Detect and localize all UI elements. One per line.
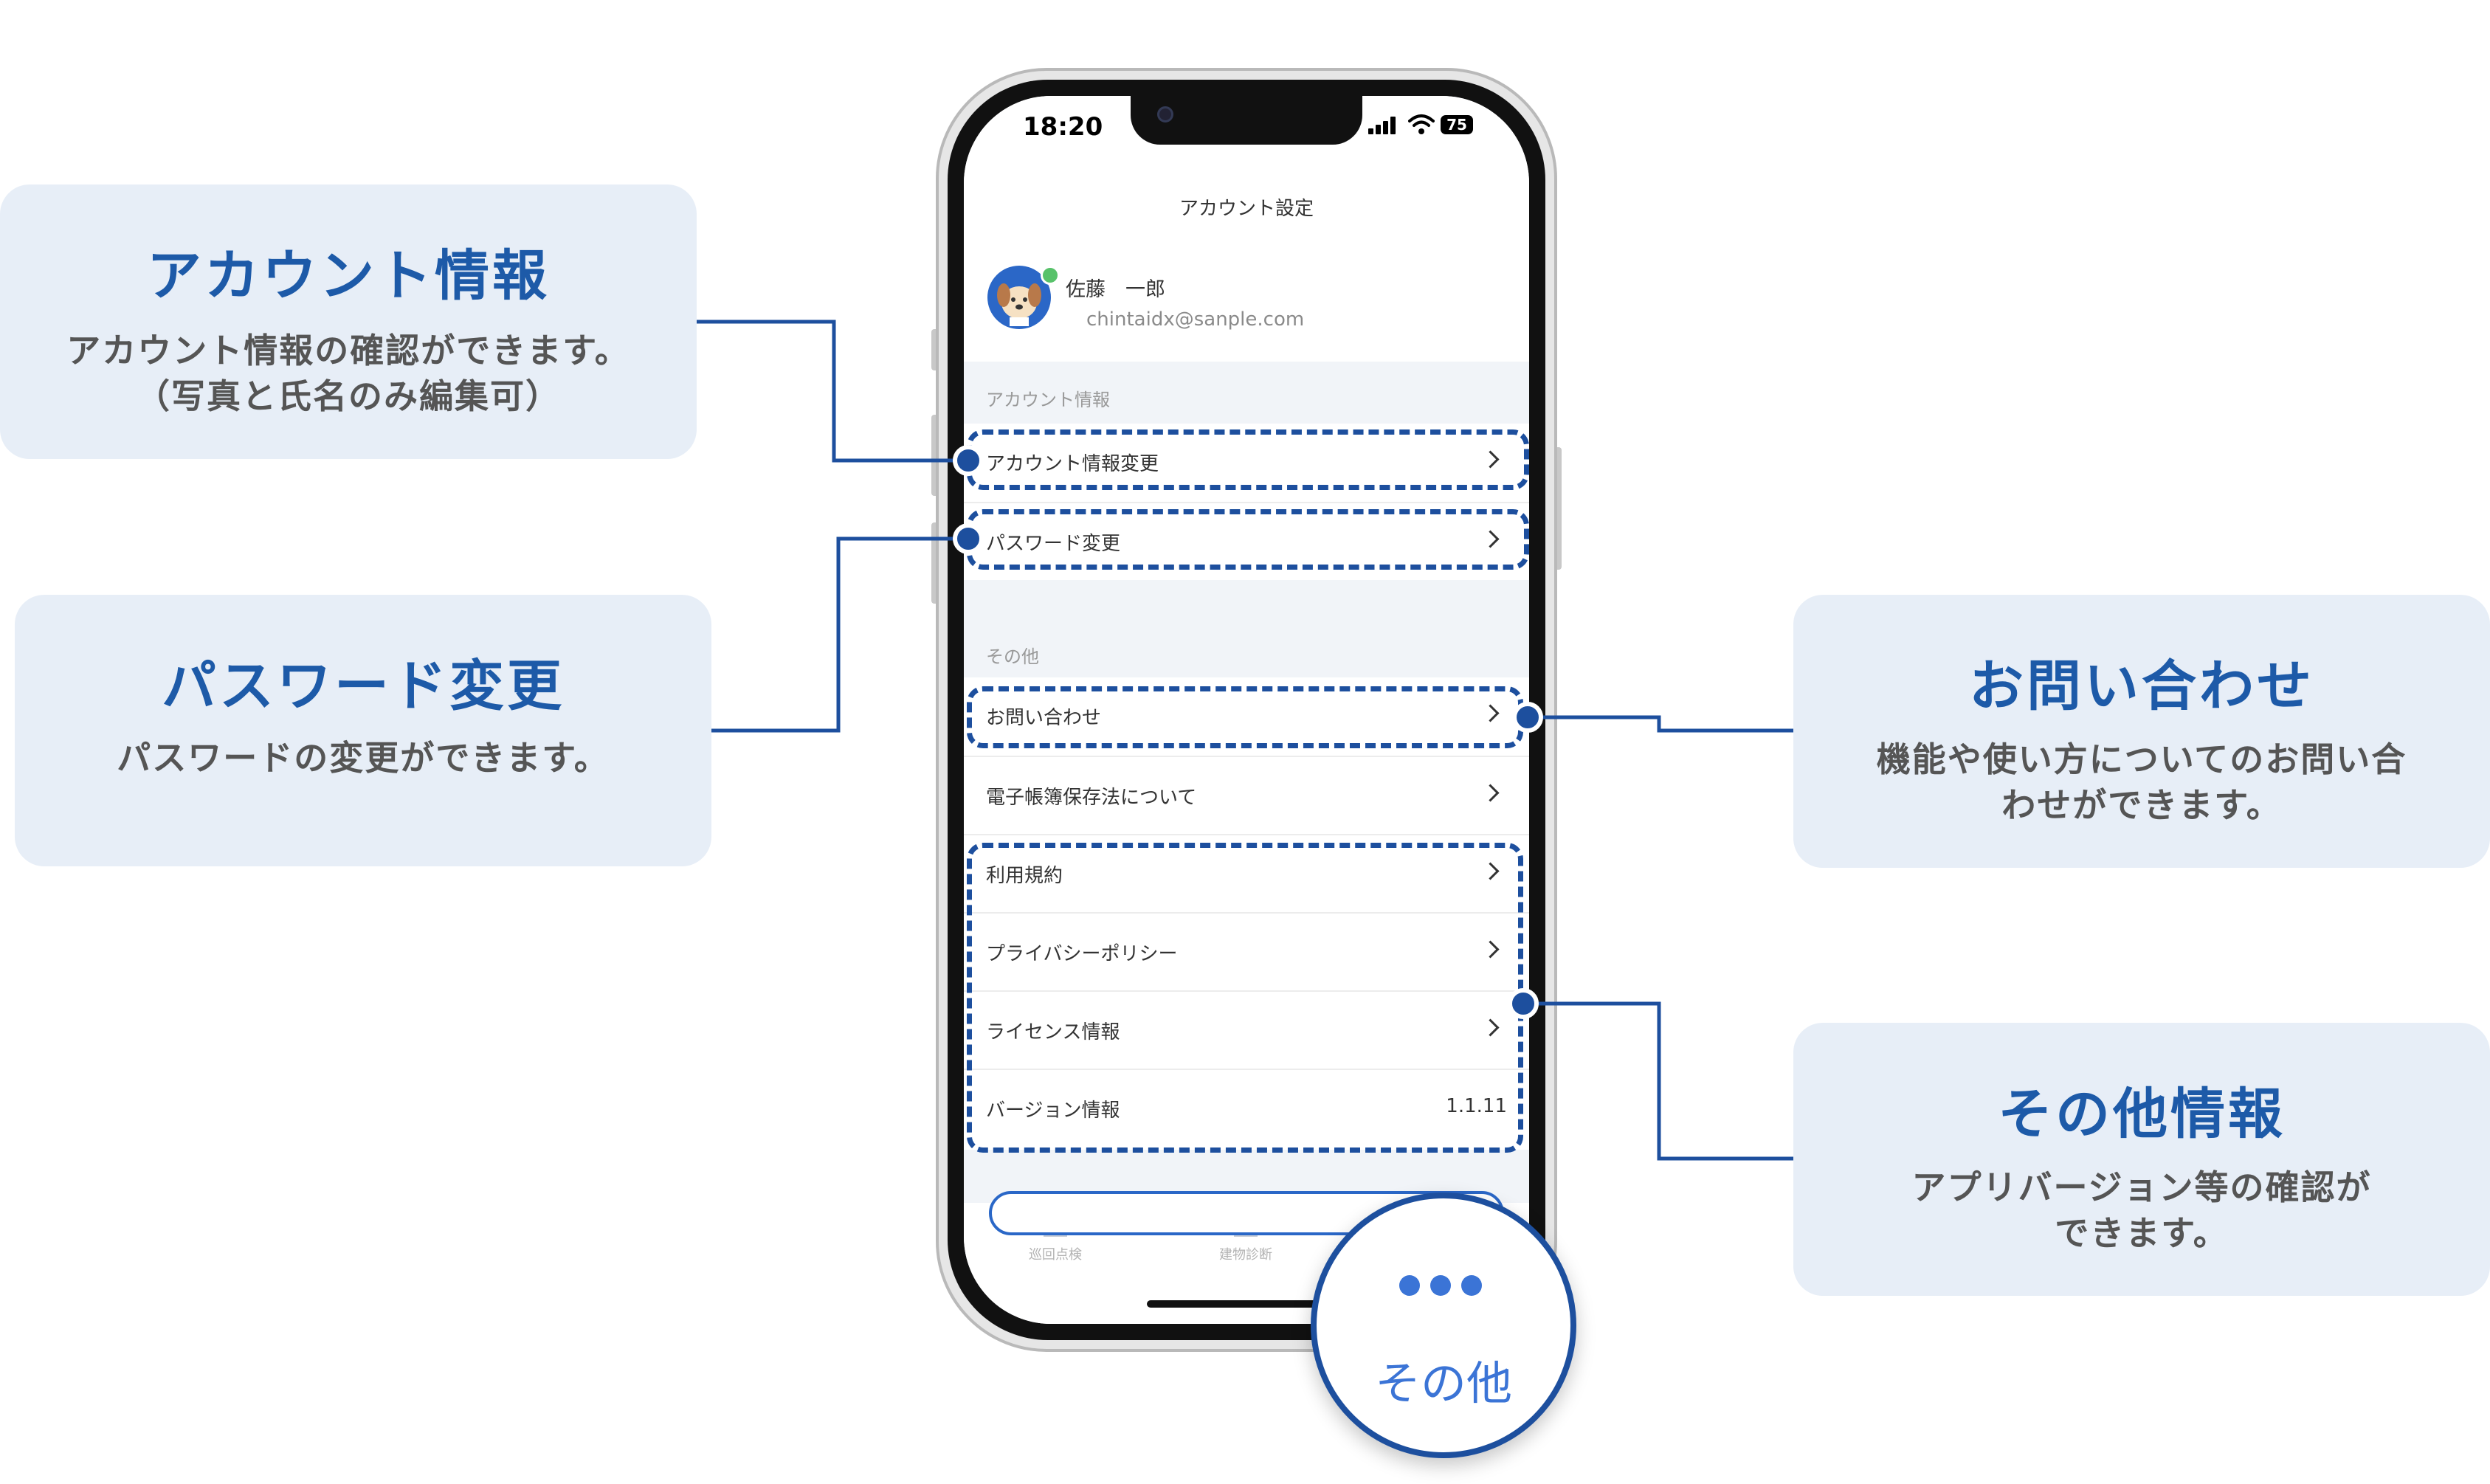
more-dots-icon [1399,1275,1488,1297]
phone-mute-switch [931,329,939,370]
tab-other-label: その他 [1374,1356,1512,1410]
callout-account-desc-line2: （写真と氏名のみ編集可） [136,376,561,416]
user-name: 佐藤 一郎 [1066,278,1165,301]
connector-other [1523,1001,1793,1161]
avatar[interactable] [987,266,1051,329]
callout-account-desc-line1: アカウント情報の確認ができます。 [66,331,630,370]
connector-contact [1528,715,1793,733]
callout-contact-desc-line2: わせができます。 [2001,785,2282,825]
section-label-other: その他 [986,646,1039,667]
phone-volume-up [931,415,939,496]
dot [1461,1275,1482,1296]
online-status-dot [1041,266,1060,285]
status-icons: 75 [1368,114,1486,137]
callout-password-change: パスワード変更 パスワードの変更ができます。 [15,595,711,866]
user-email: chintaidx@sanple.com [1086,308,1305,331]
menu-row-version: バージョン情報 1.1.11 [964,1069,1529,1150]
menu-label: パスワード変更 [986,533,1121,555]
menu-label: プライバシーポリシー [986,943,1178,965]
wifi-icon [1408,114,1435,134]
menu-label: ライセンス情報 [986,1021,1120,1043]
signal-icon-bar4 [1390,117,1396,134]
connector-account [697,320,968,463]
callout-other-title: その他情報 [1998,1083,2286,1146]
camera-icon [1157,106,1173,122]
callout-account-title: アカウント情報 [147,244,550,308]
section-label-account: アカウント情報 [986,390,1110,410]
callout-account-info: アカウント情報 アカウント情報の確認ができます。 （写真と氏名のみ編集可） [0,184,697,459]
callout-password-desc-line1: パスワードの変更ができます。 [117,738,610,778]
menu-row-ebook-law[interactable]: 電子帳簿保存法について [964,756,1529,834]
tab-label: 巡回点検 [1029,1247,1082,1263]
connector-dot-other [1508,988,1539,1019]
signal-icon-bar2 [1376,125,1381,134]
status-time: 18:20 [1023,112,1103,142]
page-title: アカウント設定 [1179,198,1314,220]
tab-label: 建物診断 [1219,1247,1272,1263]
dot [1399,1275,1420,1296]
menu-label: 利用規約 [986,865,1063,887]
callout-contact-title: お問い合わせ [1969,655,2314,718]
tab-other-zoom[interactable]: その他 [1311,1193,1576,1458]
phone-power-button [1554,447,1562,570]
dog-avatar-icon [997,283,1041,326]
signal-icon [1368,128,1373,134]
menu-label: バージョン情報 [986,1100,1120,1122]
connector-dot-password [953,523,984,554]
connector-dot-account [953,445,984,476]
callout-password-title: パスワード変更 [162,655,565,718]
menu-label: お問い合わせ [986,707,1102,729]
callout-other-desc: アプリバージョン等の確認が できます。 [1793,1164,2490,1256]
callout-contact-desc: 機能や使い方についてのお問い合 わせができます。 [1793,736,2490,828]
callout-other-desc-line2: できます。 [2055,1213,2229,1253]
menu-row-license[interactable]: ライセンス情報 [964,990,1529,1069]
connector-dot-contact [1512,702,1543,733]
callout-password-desc: パスワードの変更ができます。 [15,735,711,781]
menu-label: 電子帳簿保存法について [986,787,1197,809]
menu-label: アカウント情報変更 [986,453,1159,475]
callout-other-info: その他情報 アプリバージョン等の確認が できます。 [1793,1023,2490,1296]
phone-volume-down [931,522,939,604]
home-indicator [1147,1300,1346,1308]
battery-icon: 75 [1441,115,1473,134]
menu-row-privacy[interactable]: プライバシーポリシー [964,912,1529,990]
callout-other-desc-line1: アプリバージョン等の確認が [1911,1167,2372,1207]
phone-screen: 18:20 75 アカウント設定 佐藤 一郎 chintaidx@sanple.… [964,96,1529,1324]
phone-notch [1131,96,1362,145]
callout-account-desc: アカウント情報の確認ができます。 （写真と氏名のみ編集可） [0,328,697,419]
callout-contact: お問い合わせ 機能や使い方についてのお問い合 わせができます。 [1793,595,2490,868]
callout-contact-desc-line1: 機能や使い方についてのお問い合 [1876,739,2407,779]
dot [1430,1275,1451,1296]
connector-password [711,536,968,733]
signal-icon-bar3 [1383,121,1388,134]
version-value: 1.1.11 [1446,1095,1507,1117]
